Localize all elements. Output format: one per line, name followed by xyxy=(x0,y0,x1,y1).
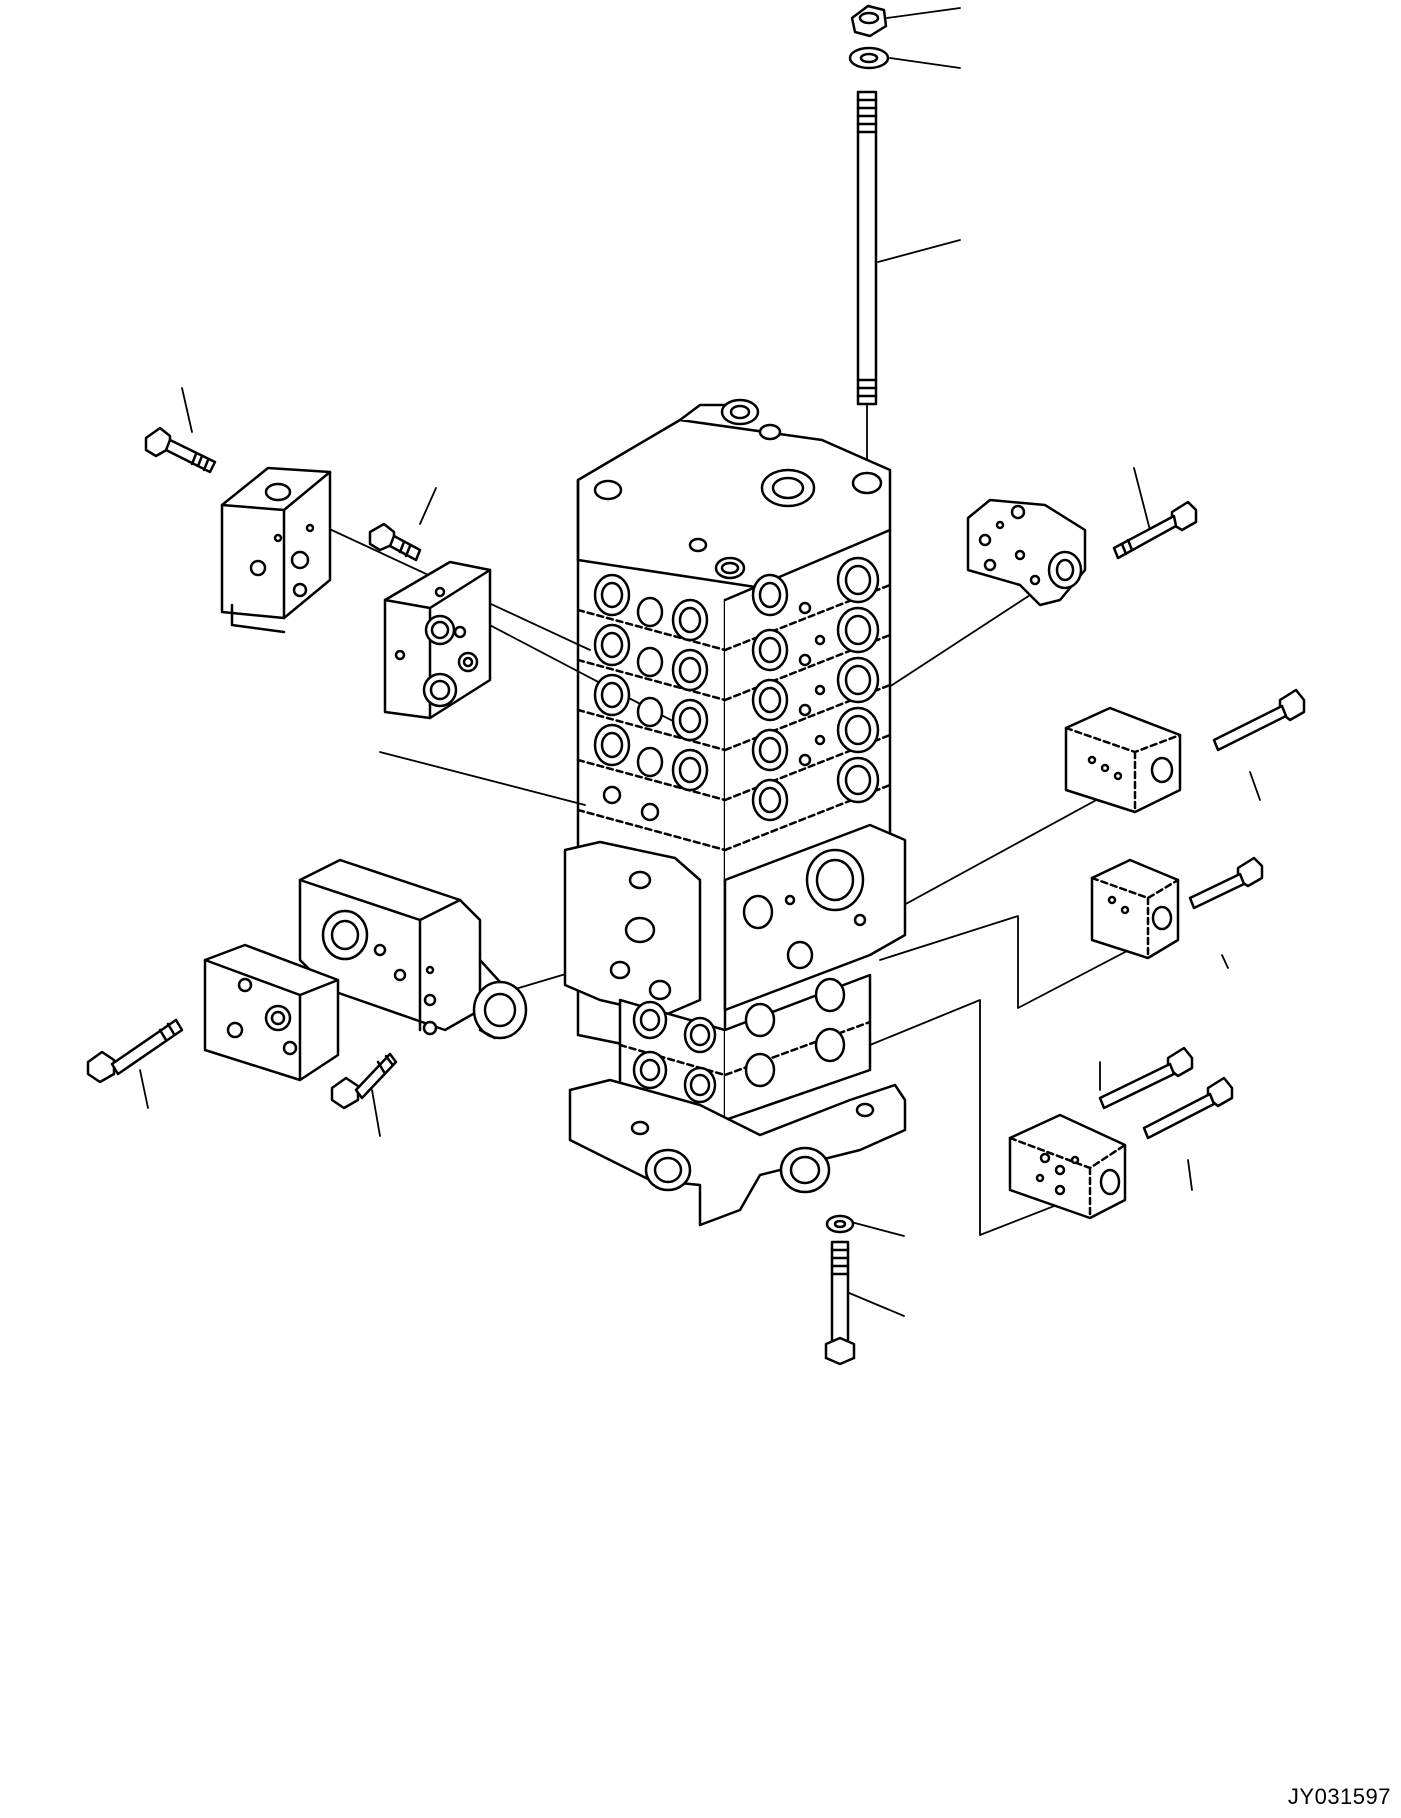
right-bolt-1 xyxy=(1212,688,1306,752)
right-upper-block xyxy=(966,498,1087,607)
right-block-1 xyxy=(1064,706,1182,814)
right-bolt-2 xyxy=(1188,856,1264,910)
right-upper-bolt xyxy=(1112,500,1198,560)
right-bolt-4 xyxy=(1142,1076,1234,1140)
top-nut xyxy=(850,4,888,38)
control-valve-body xyxy=(563,398,907,1227)
port-holes-right-face xyxy=(751,556,880,822)
bottom-bolt xyxy=(824,1240,856,1366)
tie-rod xyxy=(856,90,878,406)
right-block-2 xyxy=(1090,858,1180,960)
right-bolt-3 xyxy=(1098,1046,1194,1110)
top-washer xyxy=(848,46,890,70)
port-holes-left-face xyxy=(593,573,709,822)
right-block-3 xyxy=(1008,1113,1127,1220)
left-mid-bolt xyxy=(368,522,422,562)
left-mid-block xyxy=(383,560,492,720)
bottom-washer xyxy=(825,1214,855,1234)
left-upper-block xyxy=(220,466,332,634)
drawing-code: JY031597 xyxy=(1287,1784,1391,1809)
left-lower-bolt-2 xyxy=(330,1052,398,1110)
left-upper-bolt xyxy=(144,426,217,474)
leader-lines xyxy=(139,7,1261,1317)
left-lower-block xyxy=(203,943,340,1082)
left-lower-bolt-1 xyxy=(86,1018,184,1084)
